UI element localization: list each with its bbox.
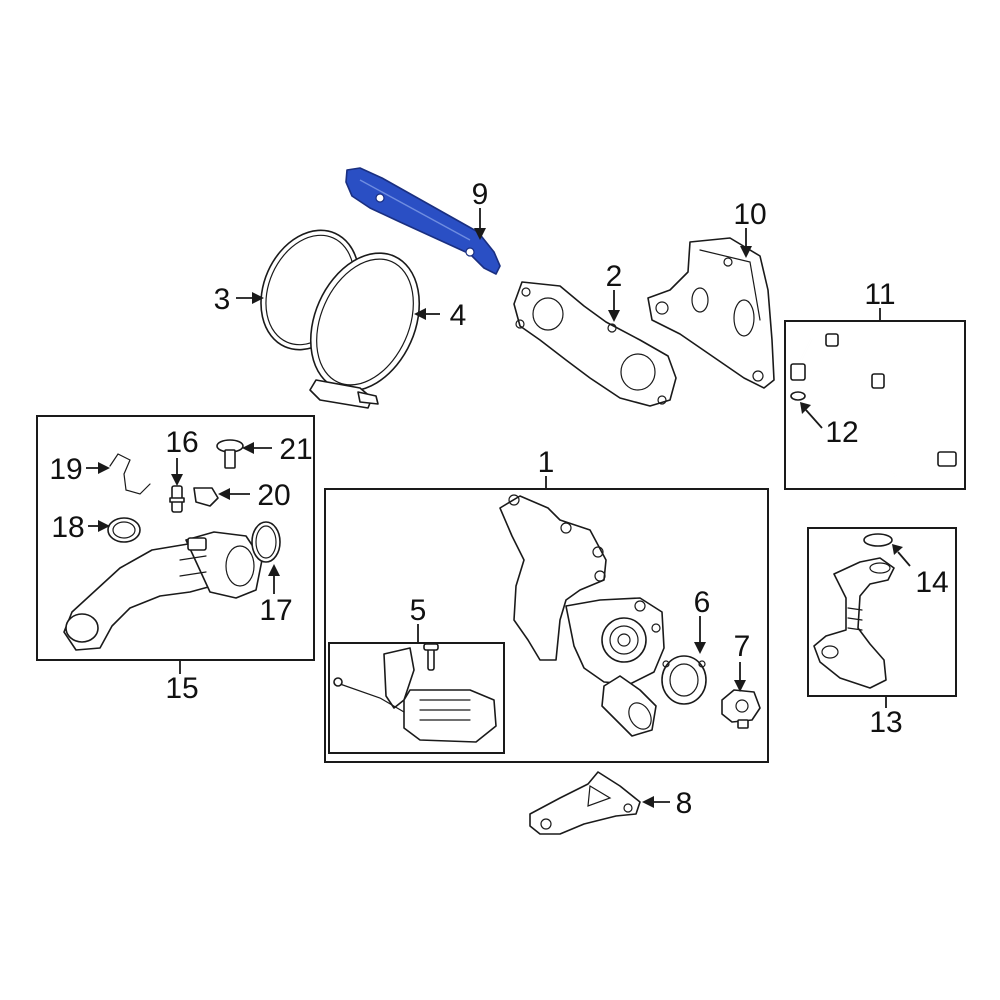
- callout-19: 19: [49, 453, 82, 486]
- callout-5: 5: [410, 594, 427, 627]
- part-6-actuator[interactable]: [661, 655, 707, 705]
- part-7-valve[interactable]: [721, 689, 761, 729]
- part-8-bracket[interactable]: [529, 771, 641, 835]
- part-4-v-band-clamp[interactable]: [290, 236, 440, 409]
- group-box-13: [807, 527, 957, 697]
- part-13-oil-return-pipe[interactable]: [813, 557, 895, 689]
- callout-9: 9: [472, 178, 489, 211]
- callout-14: 14: [915, 566, 948, 599]
- part-15-intake-pipe[interactable]: [63, 531, 263, 651]
- part-12-washer[interactable]: [790, 391, 806, 401]
- part-20-clip[interactable]: [193, 487, 219, 507]
- callout-11: 11: [864, 278, 895, 311]
- callout-2: 2: [606, 260, 623, 293]
- group-box-15: [36, 415, 315, 661]
- part-21-bolt[interactable]: [216, 439, 244, 469]
- part-1-turbocharger[interactable]: [499, 494, 665, 737]
- part-5-wastegate-actuator[interactable]: [333, 643, 497, 743]
- callout-16: 16: [165, 426, 198, 459]
- group-box-5: [328, 642, 505, 754]
- callout-12: 12: [825, 416, 858, 449]
- callout-10: 10: [733, 198, 766, 231]
- callout-8: 8: [676, 787, 693, 820]
- part-2-manifold-gasket[interactable]: [513, 281, 677, 407]
- part-19-retaining-clip[interactable]: [109, 453, 151, 495]
- callout-20: 20: [257, 479, 290, 512]
- callout-7: 7: [734, 630, 751, 663]
- part-14-o-ring[interactable]: [863, 533, 893, 547]
- callout-1: 1: [538, 446, 555, 479]
- callout-18: 18: [51, 511, 84, 544]
- callout-3: 3: [214, 283, 231, 316]
- callout-17: 17: [259, 594, 292, 627]
- callout-15: 15: [165, 672, 198, 705]
- part-11-oil-line[interactable]: [790, 332, 957, 480]
- part-16-sensor[interactable]: [169, 485, 185, 513]
- callout-4: 4: [450, 299, 467, 332]
- part-10-heat-shield[interactable]: [647, 237, 775, 389]
- callout-13: 13: [869, 706, 902, 739]
- callout-6: 6: [694, 586, 711, 619]
- part-18-o-ring[interactable]: [107, 517, 141, 543]
- part-9-heat-shield[interactable]: [345, 167, 501, 275]
- part-17-seal-ring[interactable]: [251, 521, 281, 563]
- callout-21: 21: [279, 433, 312, 466]
- group-box-11: [784, 320, 966, 490]
